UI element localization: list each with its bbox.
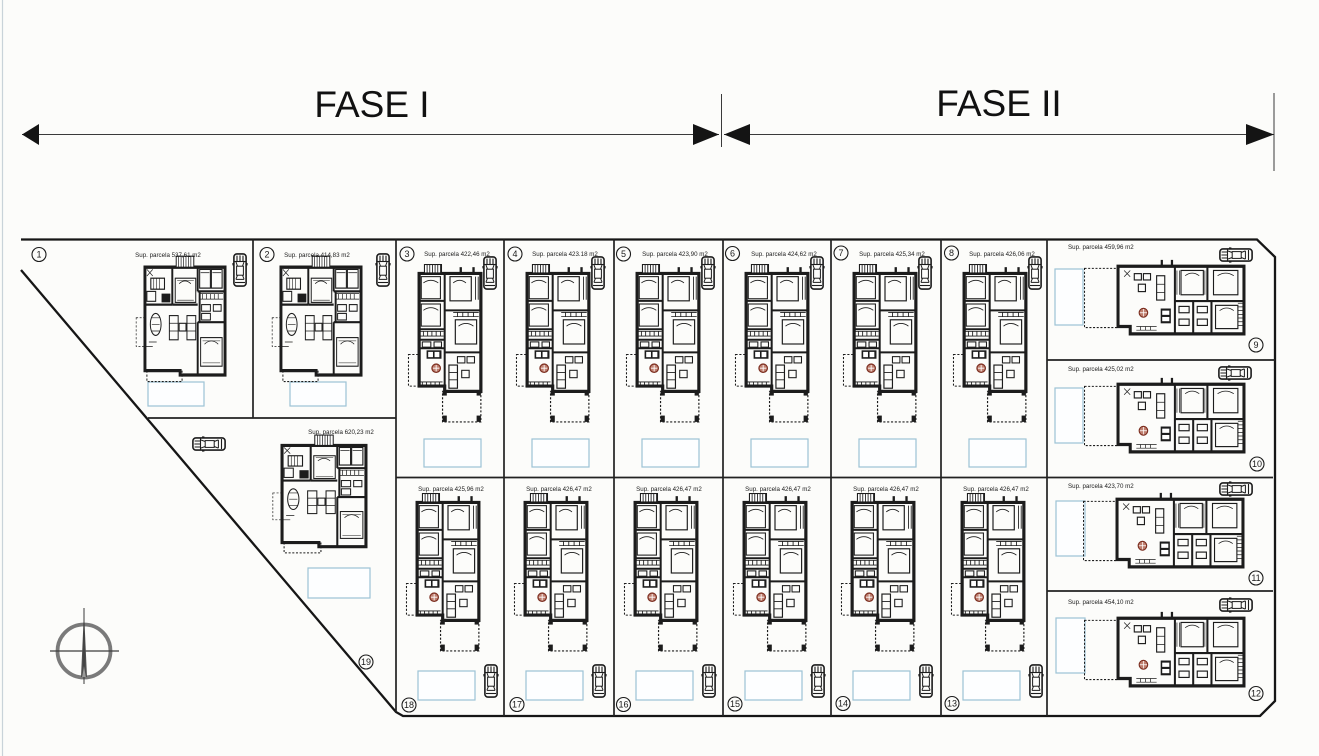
- svg-text:5: 5: [621, 249, 626, 259]
- svg-text:FASE I: FASE I: [314, 84, 429, 125]
- svg-text:15: 15: [730, 699, 740, 709]
- svg-text:3: 3: [404, 249, 409, 259]
- svg-text:16: 16: [618, 700, 628, 710]
- svg-text:Sup. parcela 425,02 m2: Sup. parcela 425,02 m2: [1068, 366, 1134, 373]
- svg-text:Sup. parcela 423,70 m2: Sup. parcela 423,70 m2: [1068, 483, 1134, 490]
- svg-text:Sup. parcela 426,47 m2: Sup. parcela 426,47 m2: [526, 486, 592, 493]
- svg-text:Sup. parcela 425,96 m2: Sup. parcela 425,96 m2: [418, 486, 484, 493]
- svg-text:19: 19: [361, 657, 371, 667]
- svg-text:Sup. parcela 414,83 m2: Sup. parcela 414,83 m2: [284, 252, 350, 259]
- svg-text:12: 12: [1251, 689, 1261, 699]
- svg-text:6: 6: [730, 249, 735, 259]
- svg-text:Sup. parcela 424,62 m2: Sup. parcela 424,62 m2: [751, 251, 817, 258]
- svg-text:13: 13: [947, 699, 957, 709]
- svg-text:Sup. parcela 459,96 m2: Sup. parcela 459,96 m2: [1068, 244, 1134, 251]
- svg-text:17: 17: [512, 700, 522, 710]
- svg-text:Sup. parcela 426,06 m2: Sup. parcela 426,06 m2: [969, 251, 1035, 258]
- svg-text:14: 14: [838, 699, 848, 709]
- svg-text:Sup. parcela 620,23 m2: Sup. parcela 620,23 m2: [308, 429, 374, 436]
- svg-text:Sup. parcela 454,10 m2: Sup. parcela 454,10 m2: [1068, 599, 1134, 606]
- svg-text:11: 11: [1251, 573, 1260, 583]
- svg-text:2: 2: [264, 250, 269, 260]
- svg-text:4: 4: [512, 249, 517, 259]
- svg-text:7: 7: [838, 248, 843, 258]
- svg-text:Sup. parcela 537,61 m2: Sup. parcela 537,61 m2: [135, 252, 201, 259]
- svg-text:Sup. parcela 426,47 m2: Sup. parcela 426,47 m2: [745, 486, 811, 493]
- svg-text:Sup. parcela 423,90 m2: Sup. parcela 423,90 m2: [642, 251, 708, 258]
- svg-text:1: 1: [36, 250, 41, 260]
- svg-text:8: 8: [949, 248, 954, 258]
- svg-text:Sup. parcela 426,47 m2: Sup. parcela 426,47 m2: [963, 486, 1029, 493]
- svg-text:FASE II: FASE II: [936, 83, 1061, 124]
- svg-text:Sup. parcela 422,46 m2: Sup. parcela 422,46 m2: [424, 251, 490, 258]
- svg-text:Sup. parcela 426,47 m2: Sup. parcela 426,47 m2: [636, 486, 702, 493]
- svg-text:9: 9: [1253, 340, 1258, 350]
- svg-text:18: 18: [404, 700, 414, 710]
- svg-text:10: 10: [1252, 459, 1262, 469]
- svg-text:Sup. parcela 426,47 m2: Sup. parcela 426,47 m2: [853, 486, 919, 493]
- svg-text:Sup. parcela 425,34 m2: Sup. parcela 425,34 m2: [859, 251, 925, 258]
- svg-text:Sup. parcela 423.18 m2: Sup. parcela 423.18 m2: [532, 251, 598, 258]
